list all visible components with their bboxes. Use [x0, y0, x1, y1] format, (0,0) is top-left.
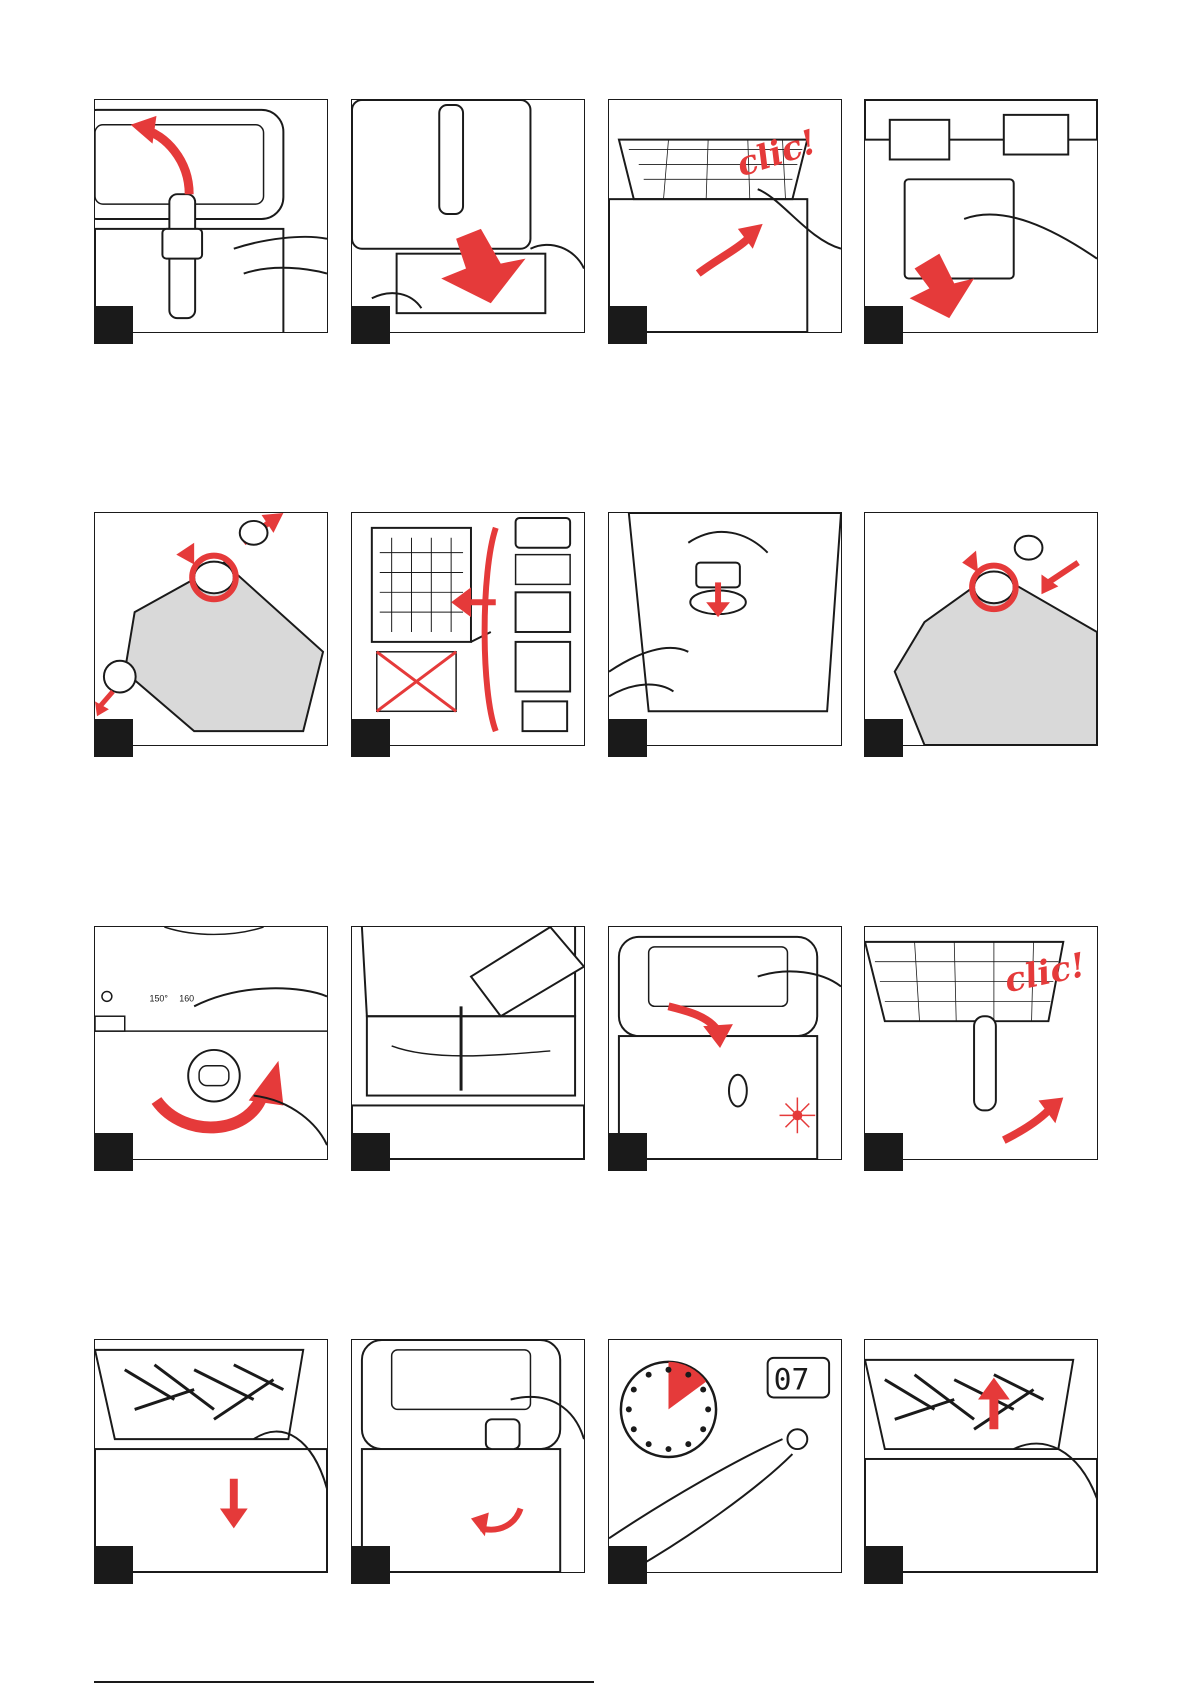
lid-filter-screw-icon	[865, 513, 1097, 745]
step-number-badge	[351, 1133, 390, 1171]
step-panel-15: 07	[608, 1339, 842, 1573]
step-number-badge	[608, 1133, 647, 1171]
step-number-badge	[94, 1133, 133, 1171]
step-number-badge	[864, 719, 903, 757]
step-panel-9: 150° 160	[94, 926, 328, 1160]
footer-rule	[94, 1681, 594, 1683]
lid-close-light-icon	[609, 927, 841, 1159]
step-panel-7	[608, 512, 842, 746]
step-number-badge	[94, 719, 133, 757]
step-number-badge	[94, 306, 133, 344]
step-panel-4	[864, 99, 1098, 333]
step-number-badge	[608, 719, 647, 757]
step-number-badge	[351, 719, 390, 757]
step-number-badge	[864, 1546, 903, 1584]
step-panel-1	[94, 99, 328, 333]
clic-label: clic!	[732, 121, 822, 184]
step-panel-10	[351, 926, 585, 1160]
thermostat-dial-icon: 150° 160	[95, 927, 327, 1159]
step-number-badge	[351, 1546, 390, 1584]
step-panel-6	[351, 512, 585, 746]
timer-display: 07	[774, 1363, 810, 1398]
basket-handle-clic-icon: clic!	[865, 927, 1097, 1159]
step-number-badge	[608, 1546, 647, 1584]
oil-pour-icon	[352, 927, 584, 1159]
basket-handle-clic-icon: clic!	[609, 100, 841, 332]
step-number-badge	[608, 306, 647, 344]
step-panel-14	[351, 1339, 585, 1573]
step-panel-11	[608, 926, 842, 1160]
lid-open-icon	[95, 100, 327, 332]
dishwasher-parts-icon	[352, 513, 584, 745]
step-number-badge	[94, 1546, 133, 1584]
clic-label: clic!	[1001, 944, 1089, 1000]
step-number-badge	[864, 1133, 903, 1171]
basket-raise-icon	[865, 1340, 1097, 1572]
timer-press-icon: 07	[609, 1340, 841, 1572]
step-panel-3: clic!	[608, 99, 842, 333]
step-panel-8	[864, 512, 1098, 746]
step-panel-5	[94, 512, 328, 746]
filter-cartridge-remove-icon	[865, 100, 1097, 332]
oil-tray-remove-icon	[352, 100, 584, 332]
step-panel-2	[351, 99, 585, 333]
step-number-badge	[351, 306, 390, 344]
lid-button-press-icon	[352, 1340, 584, 1572]
step-number-badge	[864, 306, 903, 344]
basket-lower-icon	[95, 1340, 327, 1572]
step-panel-12: clic!	[864, 926, 1098, 1160]
step-panel-13	[94, 1339, 328, 1573]
step-panel-16	[864, 1339, 1098, 1573]
filter-insert-icon	[609, 513, 841, 745]
dial-label-160: 160	[179, 993, 194, 1003]
lid-filter-unscrew-icon	[95, 513, 327, 745]
dial-label-150: 150°	[150, 993, 169, 1003]
